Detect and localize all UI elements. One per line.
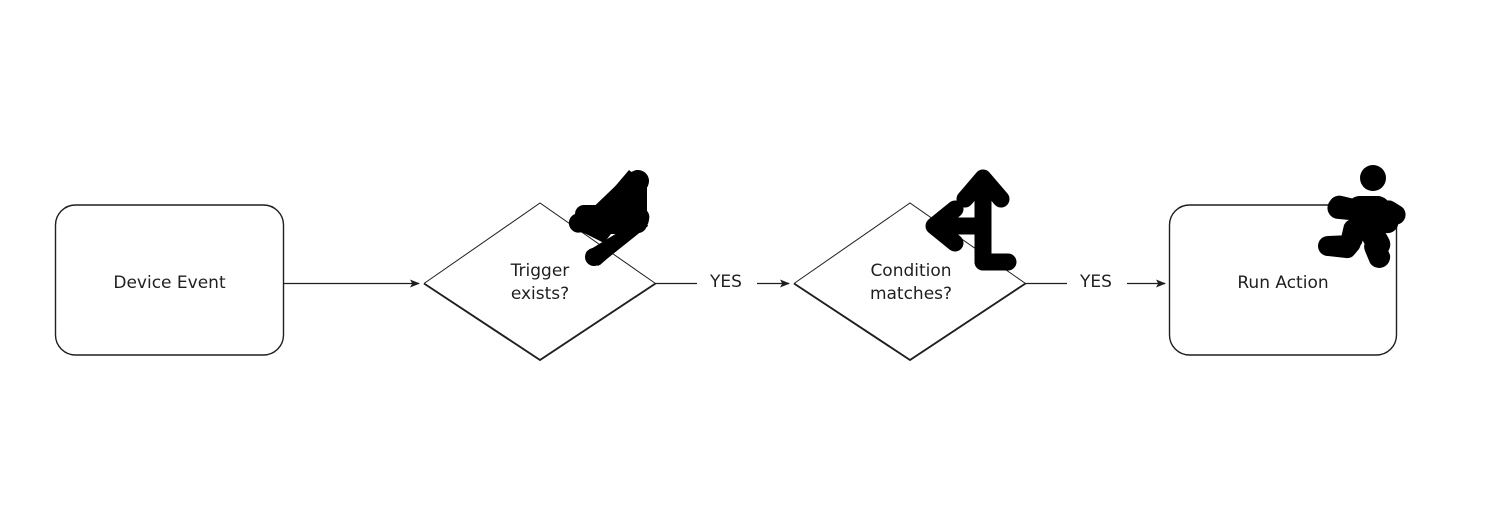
node-trigger-exists-lower: [423, 282, 657, 362]
node-device-event[interactable]: [54, 204, 285, 356]
edge-label-yes-trigger: YES: [710, 272, 742, 292]
running-person-icon: [1318, 165, 1406, 268]
node-condition-matches-lower: [793, 282, 1027, 362]
edge-label-yes-condition: YES: [1080, 272, 1112, 292]
lightning-bolt-icon: [568, 170, 650, 266]
branch-fork-arrow-icon: [925, 169, 1017, 271]
